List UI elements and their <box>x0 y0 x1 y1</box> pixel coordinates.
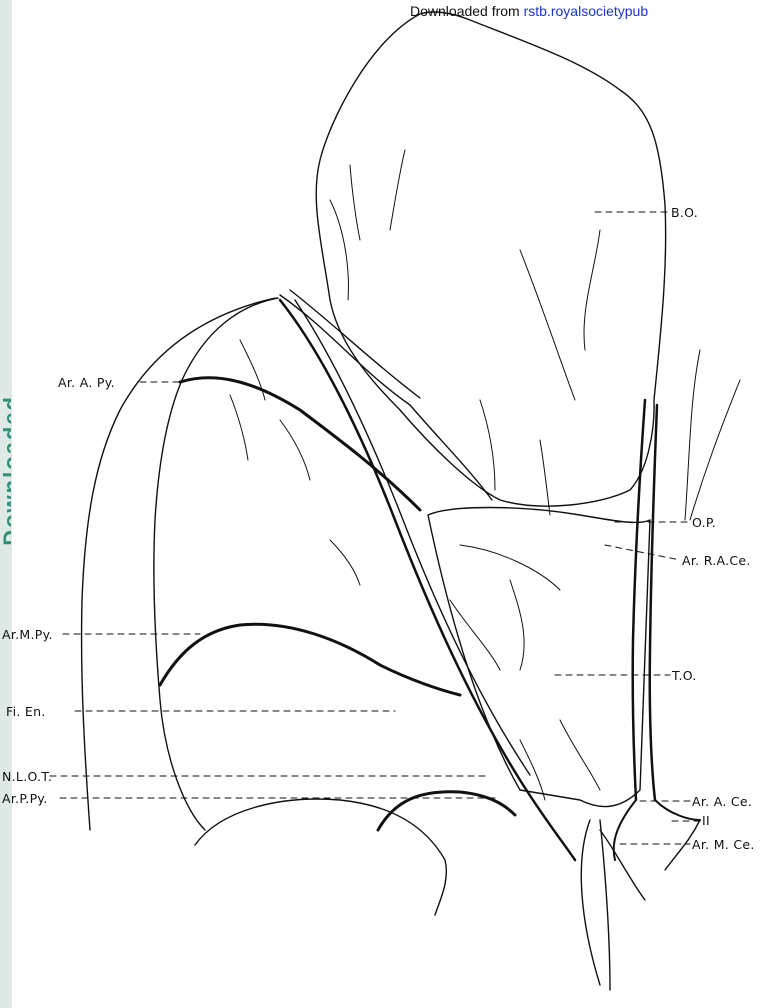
middle-pallial-artery <box>160 624 460 695</box>
brainstem <box>581 820 610 990</box>
posterior-pallial-artery <box>378 792 515 830</box>
right-artery <box>633 400 645 800</box>
tractus-olfactorius <box>428 508 650 807</box>
leader-ar-r-a-ce <box>605 545 680 560</box>
label-fi-en: Fi. En. <box>6 704 46 719</box>
label-ar-m-py: Ar.M.Py. <box>2 627 53 642</box>
bulbus-olfactorius <box>316 12 665 506</box>
label-bo: B.O. <box>671 205 698 220</box>
label-ar-m-ce: Ar. M. Ce. <box>692 837 755 852</box>
label-ar-a-ce: Ar. A. Ce. <box>692 794 752 809</box>
cortex-vessels <box>230 340 360 585</box>
label-to: T.O. <box>672 668 697 683</box>
label-n-l-o-t: N.L.O.T. <box>2 769 52 784</box>
label-ii: II <box>702 813 710 828</box>
label-ar-a-py: Ar. A. Py. <box>58 375 115 390</box>
label-op: O.P. <box>692 515 716 530</box>
label-ar-r-a-ce: Ar. R.A.Ce. <box>682 553 751 568</box>
lower-lobe <box>195 799 446 915</box>
anterior-cerebral-artery <box>614 800 700 860</box>
label-ar-p-py: Ar.P.Py. <box>2 791 48 806</box>
tract-vessels <box>450 545 600 800</box>
